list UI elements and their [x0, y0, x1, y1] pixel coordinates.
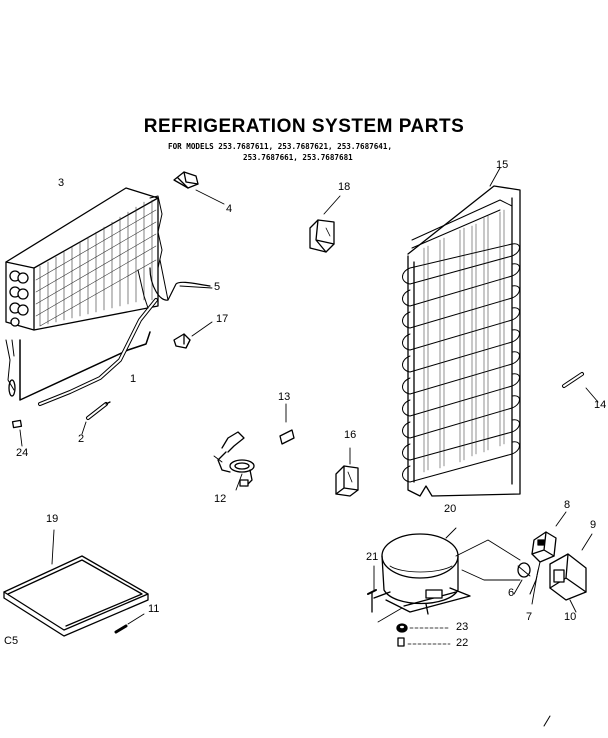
- part-11-screw: [114, 613, 145, 634]
- part-17-clip: [173, 321, 213, 349]
- label-part-5: 5: [214, 281, 221, 293]
- label-part-7: 7: [526, 611, 533, 623]
- models-line-2: 253.7687661, 253.7687681: [243, 153, 353, 162]
- label-part-19: 19: [46, 513, 59, 525]
- label-part-14: 14: [594, 399, 607, 411]
- label-part-15: 15: [496, 159, 509, 171]
- models-line-1: FOR MODELS 253.7687611, 253.7687621, 253…: [168, 142, 393, 151]
- part-14-sensor: [562, 372, 599, 403]
- part-21-bolt: [367, 565, 403, 623]
- label-part-8: 8: [564, 499, 571, 511]
- label-part-10: 10: [564, 611, 577, 623]
- label-part-24: 24: [16, 447, 29, 459]
- part-22-sleeve: [397, 637, 405, 647]
- label-part-16: 16: [344, 429, 357, 441]
- label-part-6: 6: [508, 587, 515, 599]
- label-part-9: 9: [590, 519, 597, 531]
- part-7-wire: [531, 569, 539, 605]
- label-part-18: 18: [338, 181, 351, 193]
- label-part-20: 20: [444, 503, 457, 515]
- compressor: [373, 527, 471, 615]
- part-18-housing: [309, 195, 341, 253]
- evaporator-coil: [5, 187, 211, 406]
- corner-code: C5: [4, 635, 19, 647]
- diagram-title: REFRIGERATION SYSTEM PARTS: [143, 116, 465, 137]
- label-part-1: 1: [130, 373, 137, 385]
- label-part-23: 23: [456, 621, 469, 633]
- part-19-tray: [3, 529, 149, 637]
- label-part-2: 2: [78, 433, 85, 445]
- label-part-3: 3: [58, 177, 65, 189]
- part-9-overload: [549, 533, 593, 613]
- part-6-relay: [513, 562, 531, 595]
- label-part-13: 13: [278, 391, 291, 403]
- part-12-harness: [213, 431, 255, 491]
- condenser-coil: [402, 167, 521, 497]
- drier-part: [81, 401, 111, 435]
- part-13-plug: [279, 403, 295, 445]
- label-part-12: 12: [214, 493, 227, 505]
- label-part-21: 21: [366, 551, 379, 563]
- part-4-clip: [173, 171, 225, 205]
- part-24-clip: [11, 419, 23, 429]
- label-part-17: 17: [216, 313, 229, 325]
- label-part-4: 4: [226, 203, 233, 215]
- part-16-bracket: [335, 447, 359, 497]
- label-part-22: 22: [456, 637, 469, 649]
- label-part-11: 11: [148, 603, 160, 615]
